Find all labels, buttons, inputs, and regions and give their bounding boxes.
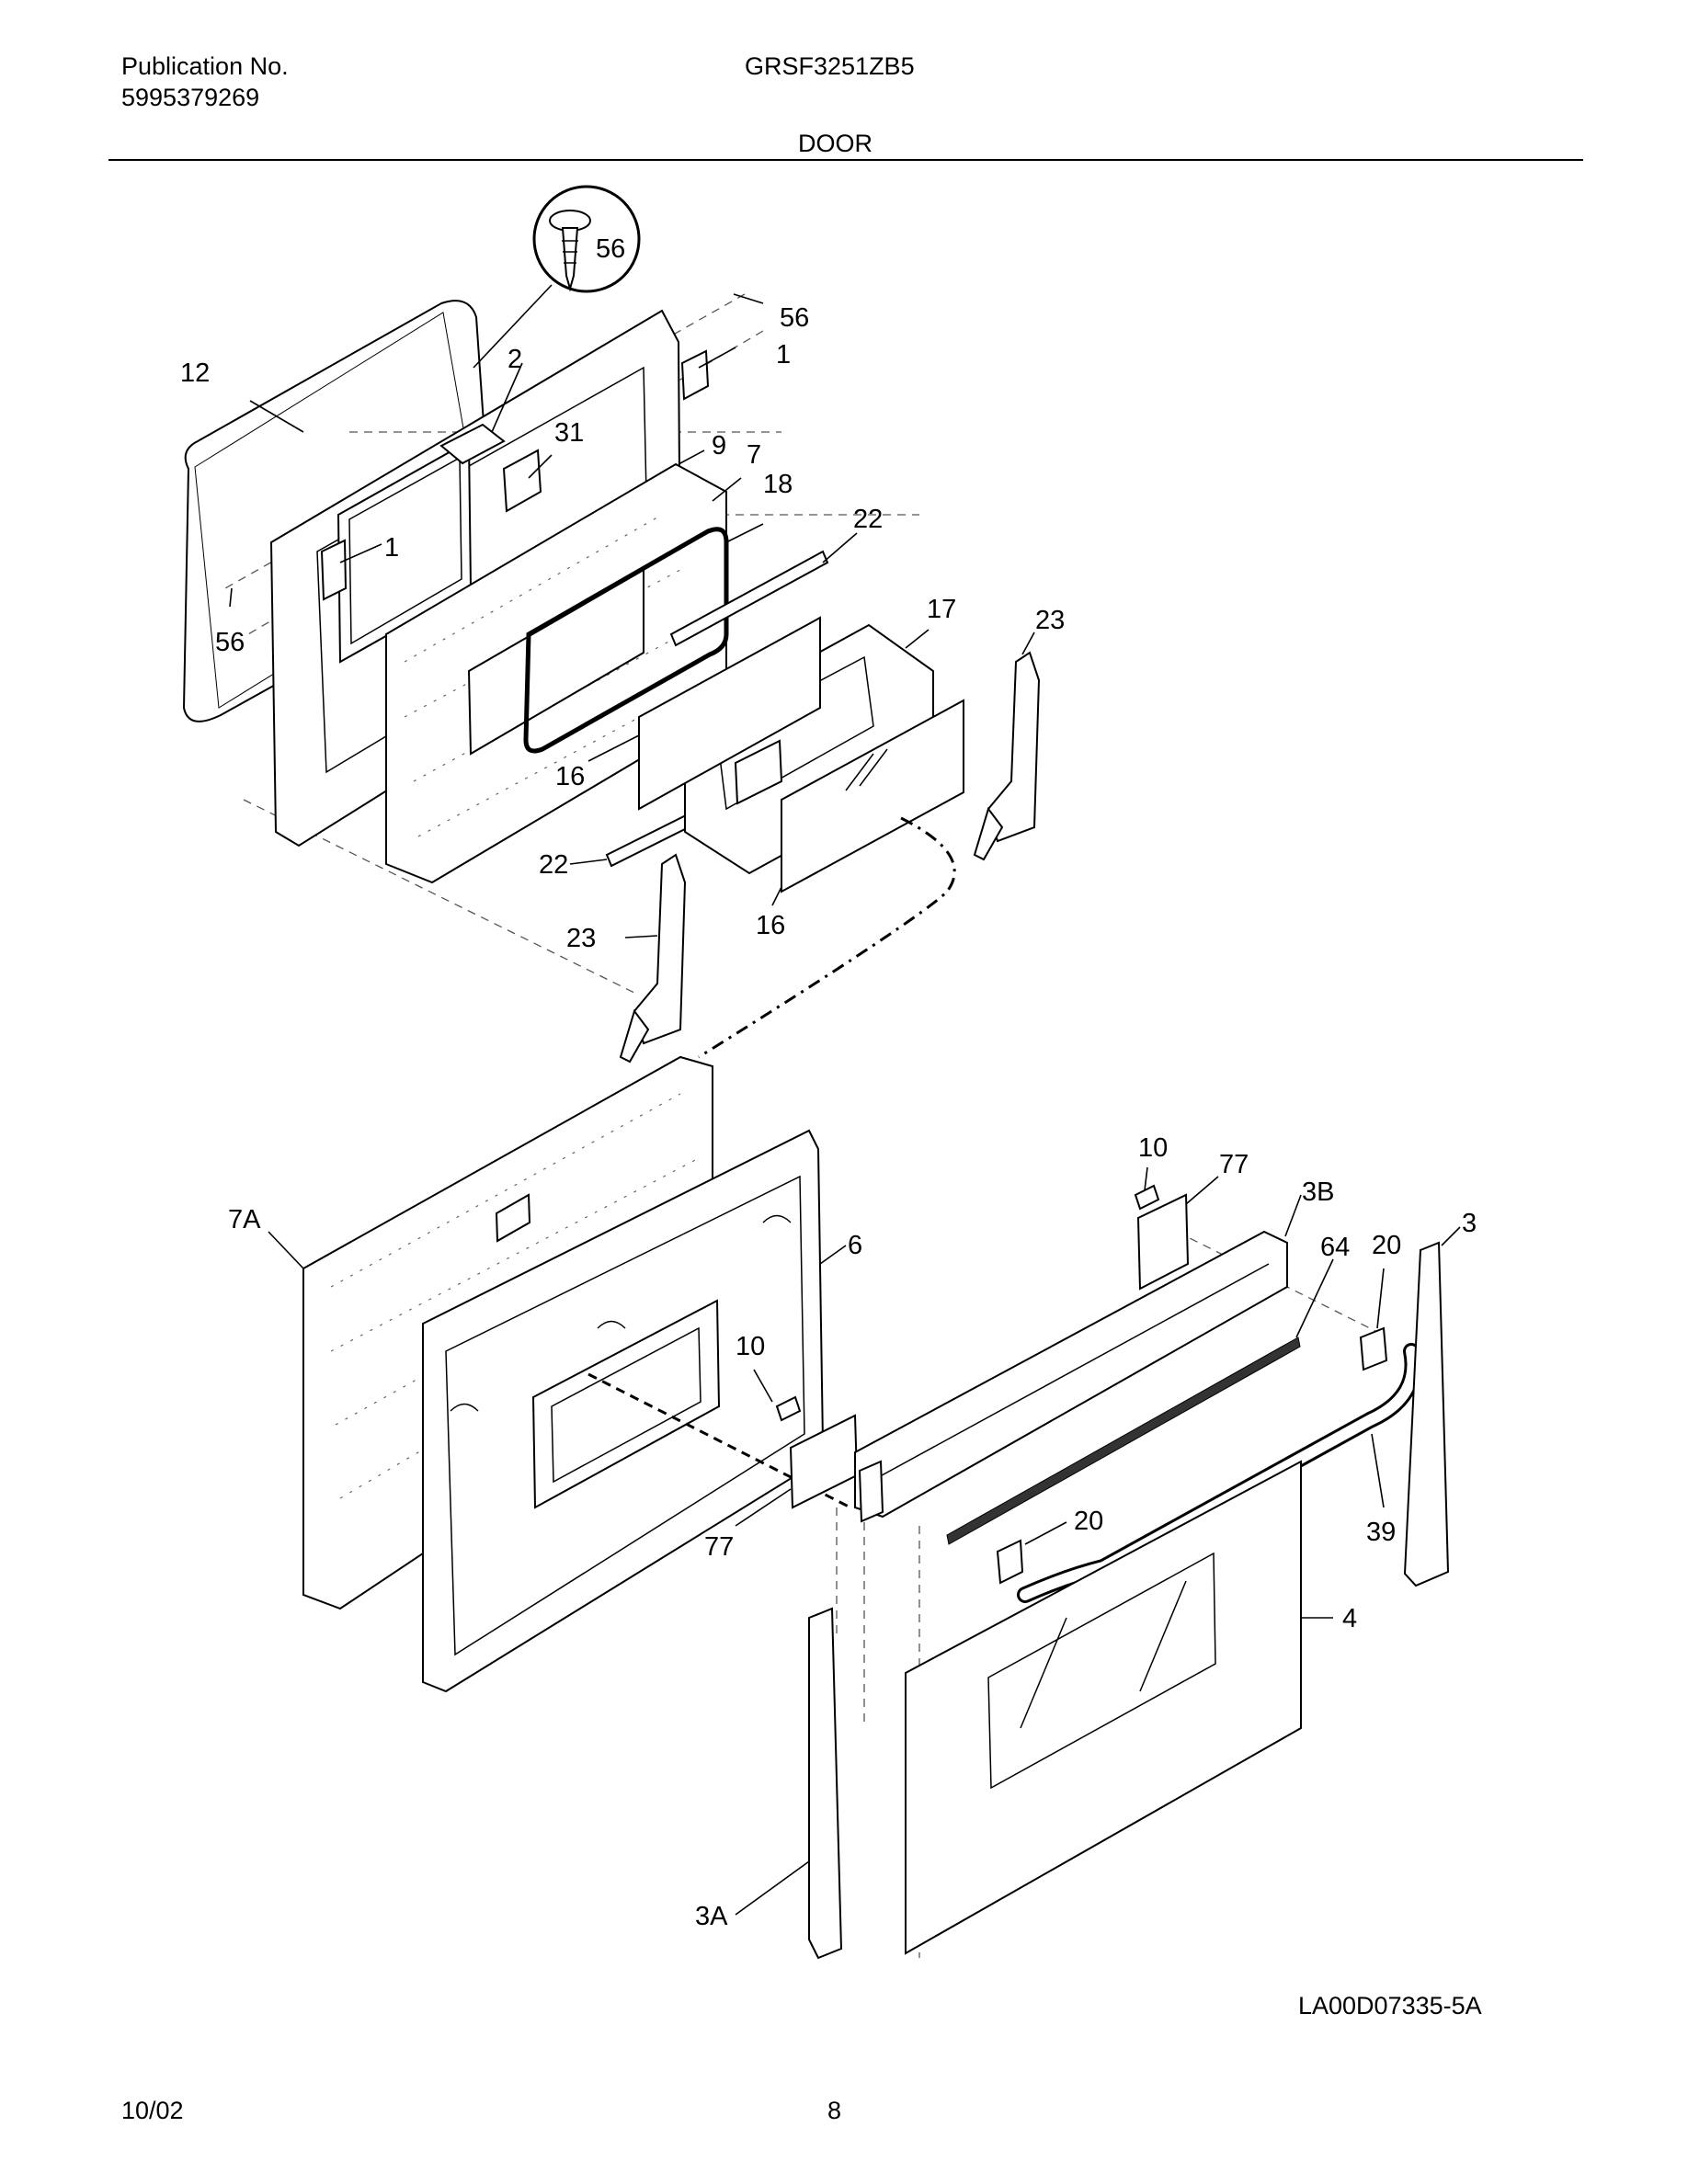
screw-10-top [1134,1184,1160,1211]
part-label-16-left: 16 [555,762,585,791]
part-label-6: 6 [848,1231,862,1260]
part-label-3B: 3B [1302,1177,1334,1207]
side-trim-right [1403,1241,1450,1587]
leader-lines [229,293,1461,1916]
part-label-3: 3 [1462,1209,1477,1238]
top-channel [854,1230,1288,1523]
publication-date: 10/02 [121,2097,184,2124]
part-label-56-circle: 56 [596,234,625,264]
part-label-22-bottom: 22 [539,850,568,880]
bracket-31 [502,449,542,513]
drawing-number: LA00D07335-5A [1298,1992,1482,2019]
cap-20-top [1359,1326,1388,1371]
assembly-connector [698,816,956,1059]
glass-pane-lower [781,699,964,893]
door-handle-inner [1020,1346,1419,1600]
part-label-7: 7 [747,440,761,470]
page-number: 8 [827,2097,842,2124]
publication-label: Publication No. [121,52,289,80]
seal-strip [946,1337,1301,1545]
model-number: GRSF3251ZB5 [745,52,915,80]
part-label-12: 12 [180,358,210,388]
part-label-9: 9 [712,431,726,461]
screw-detail-circle [473,185,641,369]
part-label-56-left: 56 [215,628,245,657]
part-label-20-mid: 20 [1074,1507,1103,1536]
part-label-31: 31 [554,418,584,448]
bracket-2 [439,423,506,465]
part-label-77-top: 77 [1219,1150,1249,1179]
glass-pane-upper [638,616,821,811]
part-label-23-left: 23 [566,924,596,953]
part-label-56-top: 56 [780,303,809,333]
hinge-left [619,853,687,1064]
part-label-20-top: 20 [1372,1231,1401,1260]
part-label-10-top: 10 [1138,1133,1168,1163]
side-trim-left [808,1607,843,1960]
cap-20-mid [996,1539,1024,1585]
part-label-23-right: 23 [1035,606,1065,635]
door-glass [905,1460,1302,1955]
header-rule [108,159,1583,161]
part-label-64: 64 [1320,1233,1350,1262]
part-label-7A: 7A [228,1205,261,1234]
part-label-22-top: 22 [853,505,883,534]
bracket-1-top [680,349,710,401]
rail-22-top [669,550,829,647]
part-label-1-mid: 1 [384,533,399,563]
publication-number: 5995379269 [121,84,260,111]
part-label-17: 17 [927,595,956,624]
part-label-2: 2 [508,345,522,374]
hinge-plate-top [1136,1193,1190,1291]
hinge-right [973,651,1041,861]
part-label-3A: 3A [695,1902,728,1931]
screw-10-mid [775,1395,802,1422]
part-label-77-bottom: 77 [704,1532,734,1562]
section-title: DOOR [798,130,873,157]
part-label-18: 18 [763,470,793,499]
part-labels: 56 56 1 12 2 31 9 7 18 1 22 17 23 56 16 … [180,234,1477,1931]
part-label-10-mid: 10 [736,1332,765,1361]
part-label-4: 4 [1342,1604,1357,1633]
part-label-39: 39 [1366,1518,1396,1547]
frame-hidden-edge [587,1372,851,1509]
part-label-1-top: 1 [776,340,791,370]
part-label-16-bottom: 16 [756,911,785,940]
window-gasket [523,527,729,754]
